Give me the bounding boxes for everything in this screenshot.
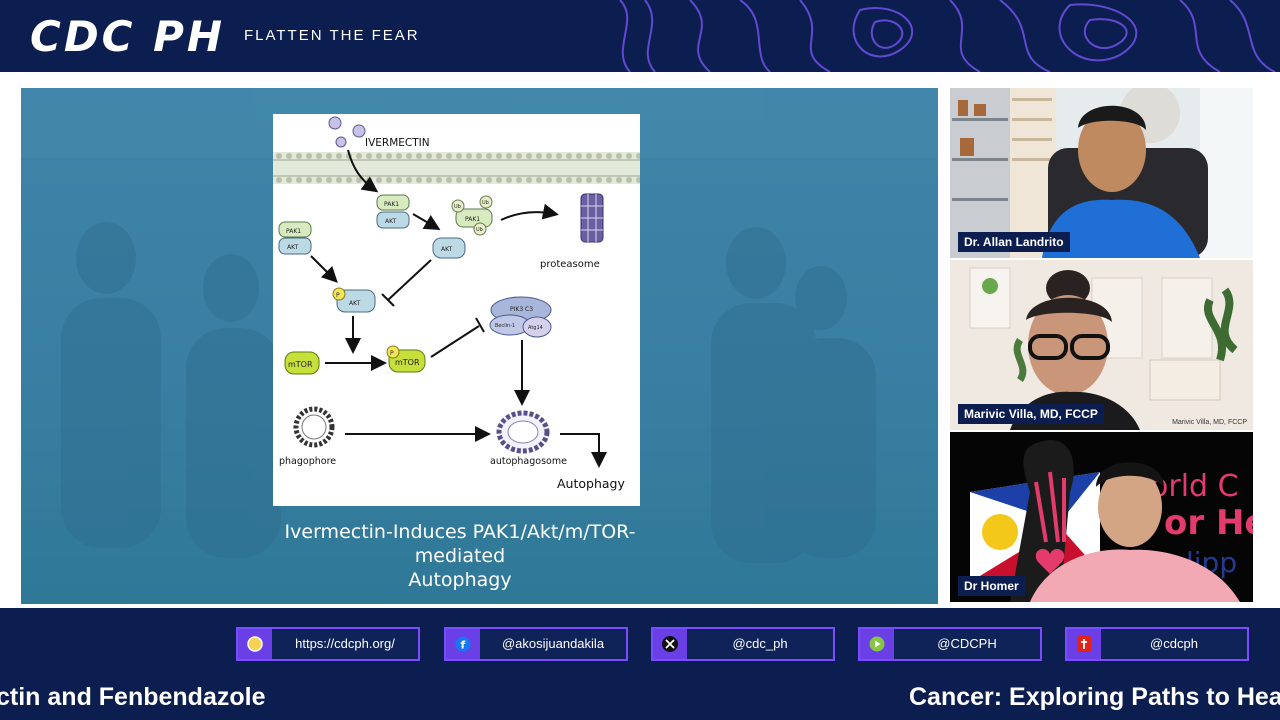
caption-line-1: Ivermectin-Induces PAK1/Akt/m/TOR- (284, 521, 636, 543)
svg-text:P: P (336, 292, 340, 299)
social-gettr[interactable]: @cdcph (1065, 627, 1249, 661)
svg-text:f: f (461, 639, 466, 652)
social-label: @cdc_ph (732, 636, 788, 651)
social-x[interactable]: @cdc_ph (651, 627, 835, 661)
presentation-slide: IVERMECTIN PAK1 AKT PAK1 Ub Ub Ub (21, 88, 938, 604)
mtor-left: mTOR (284, 351, 320, 375)
slide-caption: Ivermectin-Induces PAK1/Akt/m/TOR- media… (251, 520, 669, 592)
webcam-tile-allan[interactable]: Dr. Allan Landrito (950, 88, 1253, 258)
x-icon (653, 629, 687, 659)
phospho-akt: P AKT (332, 287, 376, 313)
caption-line-2: mediated (414, 545, 506, 567)
webcam-tile-homer[interactable]: orld C or He lipp Dr Homer (950, 432, 1253, 602)
rumble-icon (860, 629, 894, 659)
svg-text:PAK1: PAK1 (384, 201, 399, 208)
phagophore-icon (293, 406, 335, 448)
ivermectin-label: IVERMECTIN (365, 137, 430, 149)
globe-icon (238, 629, 272, 659)
ticker-text-left: ctin and Fenbendazole (0, 683, 266, 711)
pak1-akt-complex-left: PAK1 AKT (278, 221, 312, 255)
svg-text:AKT: AKT (385, 218, 397, 225)
header-banner: CDC PH FLATTEN THE FEAR (0, 0, 1280, 72)
social-label: https://cdcph.org/ (295, 636, 395, 651)
proteasome-label: proteasome (540, 259, 600, 270)
video-watermark: Marivic Villa, MD, FCCP (1172, 419, 1247, 426)
svg-text:AKT: AKT (287, 244, 299, 251)
tagline: FLATTEN THE FEAR (244, 27, 420, 44)
banner-text-1: orld C (1150, 469, 1239, 504)
autophagy-label: Autophagy (557, 476, 625, 491)
gettr-icon (1067, 629, 1101, 659)
svg-text:PIK3 C3: PIK3 C3 (510, 306, 533, 313)
decorative-waves (619, 0, 1276, 72)
pik3c3-complex: PIK3 C3 Beclin-1 Atg14 (489, 296, 552, 338)
svg-text:Atg14: Atg14 (528, 325, 543, 331)
cdc-ph-logo: CDC PH (30, 12, 226, 61)
autophagosome-icon (496, 410, 550, 454)
proteasome-icon (580, 193, 604, 243)
social-website[interactable]: https://cdcph.org/ (236, 627, 420, 661)
webcam-feed-1 (950, 88, 1253, 258)
webcam-tile-marivic[interactable]: Marivic Villa, MD, FCCP Marivic Villa, M… (950, 260, 1253, 430)
caption-line-3: Autophagy (408, 569, 512, 591)
autophagy-pathway-diagram: IVERMECTIN PAK1 AKT PAK1 Ub Ub Ub (273, 114, 642, 506)
footer-bar: https://cdcph.org/ f @akosijuandakila @c… (0, 608, 1280, 720)
svg-text:Beclin-1: Beclin-1 (495, 323, 515, 329)
phagophore-label: phagophore (279, 456, 336, 467)
social-label: @akosijuandakila (501, 636, 605, 651)
svg-text:AKT: AKT (441, 246, 453, 253)
participant-name: Dr Homer (958, 576, 1025, 596)
svg-text:Ub: Ub (476, 227, 483, 233)
svg-text:Ub: Ub (482, 200, 489, 206)
svg-text:P: P (390, 350, 394, 357)
cell-membrane (273, 152, 642, 184)
autophagosome-label: autophagosome (490, 456, 567, 467)
svg-text:Ub: Ub (454, 204, 461, 210)
social-label: @cdcph (1150, 636, 1198, 651)
svg-text:mTOR: mTOR (395, 358, 420, 367)
facebook-icon: f (446, 629, 480, 659)
webcam-feed-2 (950, 260, 1253, 430)
webcam-feed-3: orld C or He lipp (950, 432, 1253, 602)
participant-name: Marivic Villa, MD, FCCP (958, 404, 1104, 424)
svg-text:AKT: AKT (349, 300, 361, 307)
pak1-akt-complex-center: PAK1 AKT (376, 194, 410, 229)
social-label: @CDCPH (937, 636, 997, 651)
ivermectin-molecules (328, 116, 366, 148)
svg-text:PAK1: PAK1 (465, 216, 480, 223)
ticker-text-right: Cancer: Exploring Paths to Heal (909, 683, 1280, 711)
social-rumble[interactable]: @CDCPH (858, 627, 1042, 661)
phospho-mtor: P mTOR (386, 345, 426, 373)
akt-free: AKT (432, 237, 466, 259)
banner-text-2: or He (1164, 503, 1253, 543)
svg-text:mTOR: mTOR (288, 360, 313, 369)
ubiquitinated-pak1: PAK1 Ub Ub Ub (451, 195, 493, 236)
background-people-image (21, 88, 938, 563)
pathway-svg: IVERMECTIN PAK1 AKT PAK1 Ub Ub Ub (273, 116, 642, 491)
participant-name: Dr. Allan Landrito (958, 232, 1070, 252)
social-facebook[interactable]: f @akosijuandakila (444, 627, 628, 661)
svg-text:PAK1: PAK1 (286, 228, 301, 235)
